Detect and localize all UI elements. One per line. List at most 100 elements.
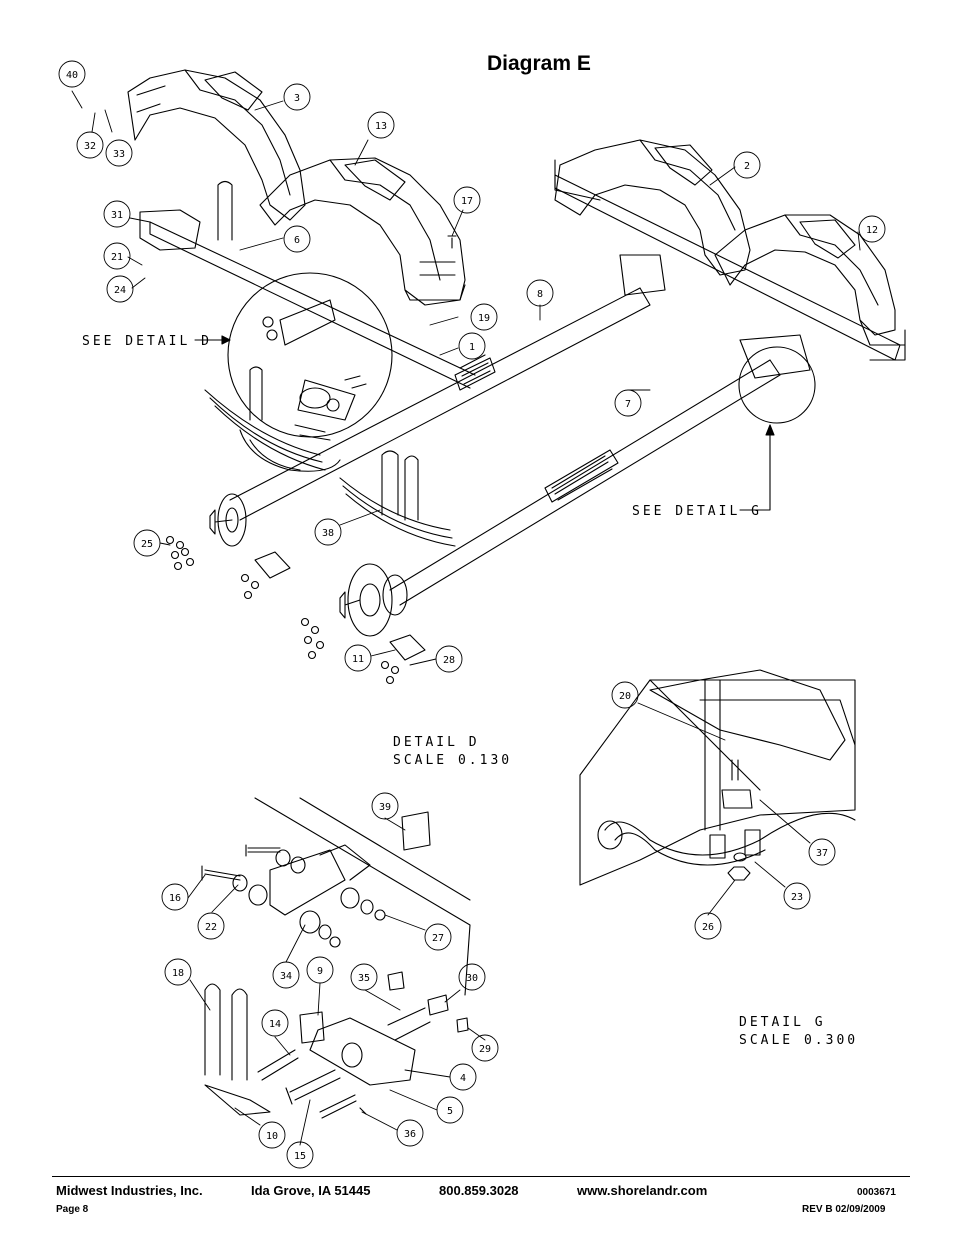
svg-text:35: 35	[358, 973, 370, 984]
svg-text:27: 27	[432, 933, 444, 944]
callout-23: 23	[783, 882, 811, 910]
footer-company: Midwest Industries, Inc.	[56, 1183, 203, 1198]
callout-27: 27	[424, 923, 452, 951]
callout-40: 40	[58, 60, 86, 88]
detail-d-scale: SCALE 0.130	[393, 753, 512, 768]
fender-left-front-drawing	[259, 157, 466, 306]
callout-10: 10	[258, 1121, 286, 1149]
frame-rail-left-drawing	[149, 221, 476, 389]
svg-text:34: 34	[280, 971, 292, 982]
detail-d-preview-parts	[249, 299, 367, 441]
callout-5: 5	[436, 1096, 464, 1124]
frame-bracket-right-drawing	[619, 254, 811, 379]
footer-divider	[52, 1176, 910, 1177]
svg-text:6: 6	[294, 235, 300, 246]
callout-20: 20	[611, 681, 639, 709]
tie-plate-upper-drawing	[254, 551, 291, 579]
see-detail-g-label: SEE DETAIL G	[632, 504, 762, 519]
axle-tube-lower-drawing	[389, 359, 781, 606]
ubolt-rear-drawing	[217, 180, 233, 241]
svg-text:21: 21	[111, 252, 123, 263]
callout-34: 34	[272, 961, 300, 989]
callout-31: 31	[103, 200, 131, 228]
detail-d-name: DETAIL D	[393, 735, 480, 750]
callout-16: 16	[161, 883, 189, 911]
svg-text:15: 15	[294, 1151, 306, 1162]
svg-text:22: 22	[205, 922, 217, 933]
callout-6: 6	[283, 225, 311, 253]
svg-text:25: 25	[141, 539, 153, 550]
svg-text:11: 11	[352, 654, 364, 665]
svg-text:33: 33	[113, 149, 125, 160]
svg-text:13: 13	[375, 121, 387, 132]
footer-revision: REV B 02/09/2009	[802, 1204, 886, 1215]
callout-33: 33	[105, 139, 133, 167]
svg-text:16: 16	[169, 893, 181, 904]
leaf-spring-left-drawing	[204, 389, 326, 471]
callout-18: 18	[164, 958, 192, 986]
fender-right-front-drawing	[714, 214, 906, 361]
svg-text:30: 30	[466, 973, 478, 984]
ubolt-center-drawing	[381, 450, 419, 521]
callout-13: 13	[367, 111, 395, 139]
callout-1: 1	[458, 332, 486, 360]
bracket-31-drawing	[139, 209, 201, 251]
tie-plate-11-drawing	[389, 634, 426, 661]
callout-26: 26	[694, 912, 722, 940]
callout-24: 24	[106, 275, 134, 303]
leaf-spring-center-drawing	[339, 477, 456, 547]
svg-text:5: 5	[447, 1106, 453, 1117]
svg-text:24: 24	[114, 285, 126, 296]
svg-text:18: 18	[172, 968, 184, 979]
callout-11: 11	[344, 644, 372, 672]
callout-19: 19	[470, 303, 498, 331]
svg-text:29: 29	[479, 1044, 491, 1055]
callout-2: 2	[733, 151, 761, 179]
callout-21: 21	[103, 242, 131, 270]
callout-12: 12	[858, 215, 886, 243]
detail-g-drawing	[579, 669, 856, 886]
svg-text:23: 23	[791, 892, 803, 903]
callout-38: 38	[314, 518, 342, 546]
footer-city: Ida Grove, IA 51445	[251, 1183, 371, 1198]
callout-22: 22	[197, 912, 225, 940]
hardware-nuts-25	[165, 535, 260, 600]
callout-17: 17	[453, 186, 481, 214]
svg-text:12: 12	[866, 225, 878, 236]
footer-part-number: 0003671	[857, 1187, 896, 1198]
callout-30: 30	[458, 963, 486, 991]
svg-text:40: 40	[66, 70, 78, 81]
hardware-nuts-lower	[300, 617, 400, 685]
small-bolt-17-drawing	[447, 235, 457, 249]
callout-8: 8	[526, 279, 554, 307]
svg-text:38: 38	[322, 528, 334, 539]
svg-text:4: 4	[460, 1073, 466, 1084]
svg-text:14: 14	[269, 1019, 281, 1030]
callout-7: 7	[614, 389, 642, 417]
callout-28: 28	[435, 645, 463, 673]
page-title: Diagram E	[487, 52, 591, 75]
callout-15: 15	[286, 1141, 314, 1169]
frame-rail-right-drawing	[554, 174, 901, 361]
callout-35: 35	[350, 963, 378, 991]
detail-g-scale: SCALE 0.300	[739, 1033, 858, 1048]
detail-d-drawing	[201, 797, 471, 1119]
detail-g-name: DETAIL G	[739, 1015, 826, 1030]
callout-36: 36	[396, 1119, 424, 1147]
callout-29: 29	[471, 1034, 499, 1062]
svg-text:36: 36	[404, 1129, 416, 1140]
svg-text:9: 9	[317, 966, 323, 977]
callout-3: 3	[283, 83, 311, 111]
detail-g-circle	[738, 346, 816, 424]
callout-14: 14	[261, 1009, 289, 1037]
svg-text:31: 31	[111, 210, 123, 221]
svg-text:20: 20	[619, 691, 631, 702]
callout-leaders	[71, 90, 861, 1146]
callout-25: 25	[133, 529, 161, 557]
callout-32: 32	[76, 131, 104, 159]
svg-text:8: 8	[537, 289, 543, 300]
detail-g-pointer	[739, 424, 771, 511]
svg-text:2: 2	[744, 161, 750, 172]
callout-39: 39	[371, 792, 399, 820]
